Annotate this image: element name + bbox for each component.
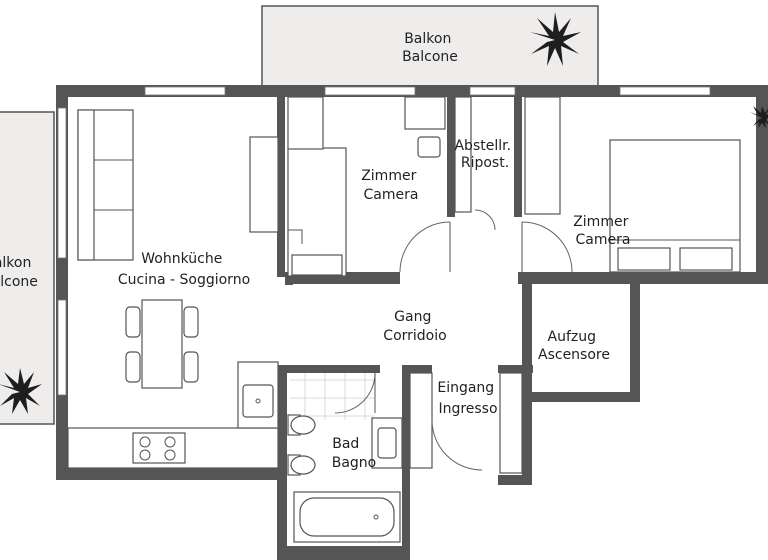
windows <box>57 86 711 396</box>
wardrobe <box>287 96 324 150</box>
doors <box>334 209 573 471</box>
hall-label: Gang Corridoio <box>383 309 446 344</box>
storage-label: Abstellr. Ripost. <box>454 138 515 171</box>
balcony-left-label: Balkon Balcone <box>0 255 38 290</box>
balcony-top-label: Balkon Balcone <box>402 31 458 65</box>
plant-icon <box>750 106 768 128</box>
sideboard <box>249 136 279 233</box>
bath-label: Bad Bagno <box>332 436 377 471</box>
bathtub <box>293 491 401 543</box>
entrance-wardrobe <box>499 372 523 474</box>
elevator-label: Aufzug Ascensore <box>538 329 610 363</box>
bedroom-wardrobe <box>524 96 561 215</box>
sofa <box>77 109 134 261</box>
plant-icon <box>0 368 42 414</box>
toilet-upper <box>287 414 316 436</box>
entrance-cabinet <box>409 372 433 469</box>
bath-tiles <box>290 373 375 420</box>
double-bed <box>609 139 741 273</box>
small-room-label: Zimmer Camera <box>361 168 421 203</box>
kitchen-counter <box>67 361 279 469</box>
dining-table <box>125 299 199 389</box>
bedroom-label: Zimmer Camera <box>573 214 633 248</box>
toilet-lower <box>287 454 316 476</box>
living-room-label: Wohnküche Cucina - Soggiorno <box>118 251 250 288</box>
single-bed <box>287 147 347 277</box>
balcony-left-area <box>0 111 55 425</box>
sink <box>371 417 403 469</box>
entrance-label: Eingang Ingresso <box>437 380 498 417</box>
storage-shelf <box>454 96 472 213</box>
plant-icon <box>530 12 581 66</box>
desk <box>404 96 446 158</box>
